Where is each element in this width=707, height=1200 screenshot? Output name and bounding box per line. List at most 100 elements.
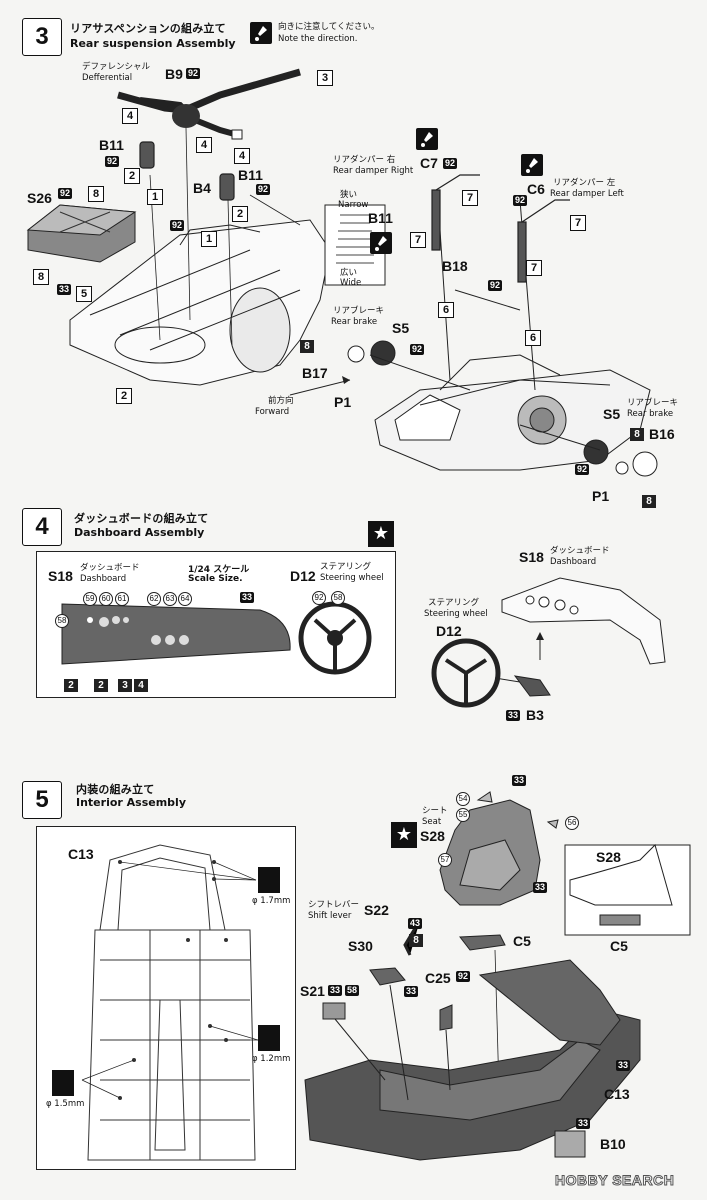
seat-jp: シート <box>422 806 448 816</box>
part-b16: B16 <box>649 426 675 442</box>
decal-63: 63 <box>163 592 177 606</box>
caution-icon <box>250 22 272 44</box>
wheel2-jp: ステアリング <box>428 598 480 608</box>
part-b18: B18 <box>442 258 468 274</box>
step-ref-box: 8 <box>409 934 423 947</box>
part-c13-b: C13 <box>604 1086 630 1102</box>
damper-right-en: Rear damper Right <box>333 166 414 176</box>
part-number-92: 92 <box>105 156 120 167</box>
part-s28: S28 <box>420 828 445 844</box>
part-number-33: 33 <box>404 986 419 997</box>
part-number-92: 92 <box>488 280 503 291</box>
step4-title-en: Dashboard Assembly <box>74 526 205 539</box>
wheel-en: Steering wheel <box>320 573 384 583</box>
drill-bit-icon <box>52 1070 74 1096</box>
star-icon: ★ <box>391 822 417 848</box>
step-ref-box: 7 <box>570 215 586 231</box>
part-b11: B11 <box>99 137 124 153</box>
part-number-92: 92 <box>186 68 201 79</box>
brake2-en: Rear brake <box>627 409 674 419</box>
part-c25: C25 <box>425 970 451 986</box>
part-d12-b: D12 <box>436 623 462 639</box>
brake-en: Rear brake <box>331 317 378 327</box>
part-s26: S26 <box>27 190 52 206</box>
step-ref-box: 8 <box>642 495 656 508</box>
dashboard2-jp: ダッシュボード <box>550 546 610 556</box>
direction-note-en: Note the direction. <box>278 34 358 44</box>
part-number-92: 92 <box>410 344 425 355</box>
drill-size-1-2: φ 1.2mm <box>252 1054 291 1064</box>
part-c5: C5 <box>513 933 531 949</box>
damper-left-en: Rear damper Left <box>550 189 624 199</box>
dashboard-jp: ダッシュボード <box>80 563 140 573</box>
part-s22: S22 <box>364 902 389 918</box>
part-number-92: 92 <box>256 184 271 195</box>
step-ref-box: 3 <box>317 70 333 86</box>
part-c6: C6 <box>527 181 545 197</box>
part-c13: C13 <box>68 846 94 862</box>
forward-en: Forward <box>255 407 290 417</box>
part-number-33: 33 <box>512 775 527 786</box>
drill-size-1-7: φ 1.7mm <box>252 896 291 906</box>
decal-57: 57 <box>438 853 452 867</box>
part-number-33: 33 <box>506 710 521 721</box>
step-ref-box: 8 <box>88 186 104 202</box>
part-number-33: 33 <box>328 985 343 996</box>
step-ref-box: 4 <box>196 137 212 153</box>
decal-54: 54 <box>456 792 470 806</box>
part-b10: B10 <box>600 1136 626 1152</box>
step-ref-box: 8 <box>630 428 644 441</box>
part-number-92: 92 <box>170 220 185 231</box>
dashboard-en: Dashboard <box>80 574 127 584</box>
part-number-33: 33 <box>57 284 72 295</box>
decal-64: 64 <box>178 592 192 606</box>
hobby-search-watermark: HOBBY SEARCH <box>554 1172 674 1189</box>
step-ref-box: 3 <box>118 679 132 692</box>
wheel2-en: Steering wheel <box>424 609 488 619</box>
step-number-5: 5 <box>22 781 62 819</box>
step5-title-jp: 内装の組み立て <box>76 783 155 796</box>
part-s21: S21 <box>300 983 325 999</box>
part-number-92: 92 <box>58 188 73 199</box>
step-ref-box: 2 <box>124 168 140 184</box>
differential-label-jp: デファレンシャル <box>82 62 151 72</box>
brake2-jp: リアブレーキ <box>627 398 679 408</box>
step-ref-box: 2 <box>64 679 78 692</box>
differential-axle-drawing <box>26 68 658 477</box>
step4-title-jp: ダッシュボードの組み立て <box>74 512 209 525</box>
part-number-58: 58 <box>345 985 360 996</box>
part-b11-c: B11 <box>368 210 393 226</box>
part-p1-b: P1 <box>592 488 610 504</box>
narrow-en: Narrow <box>338 200 369 210</box>
part-d12: D12 <box>290 568 316 584</box>
step-ref-box: 4 <box>134 679 148 692</box>
part-number-92: 92 <box>443 158 458 169</box>
part-b4: B4 <box>193 180 211 196</box>
decal-60: 60 <box>99 592 113 606</box>
part-number-33: 33 <box>533 882 548 893</box>
decal-56: 56 <box>565 816 579 830</box>
step-ref-box: 5 <box>76 286 92 302</box>
part-s5: S5 <box>392 320 410 336</box>
step-ref-box: 1 <box>201 231 217 247</box>
part-number-33: 33 <box>576 1118 591 1129</box>
step-ref-box: 7 <box>526 260 542 276</box>
drill-bit-icon <box>258 1025 280 1051</box>
step-ref-box: 1 <box>147 189 163 205</box>
step-ref-box: 4 <box>122 108 138 124</box>
part-s5-b: S5 <box>603 406 621 422</box>
decal-58-b: 58 <box>331 591 345 605</box>
step3-title-en: Rear suspension Assembly <box>70 37 236 50</box>
brake-jp: リアブレーキ <box>333 306 385 316</box>
part-b9: B9 <box>165 66 183 82</box>
step-ref-box: 8 <box>300 340 314 353</box>
forward-jp: 前方向 <box>268 396 294 406</box>
wide-jp: 広い <box>340 268 358 278</box>
part-b17: B17 <box>302 365 328 381</box>
wide-en: Wide <box>340 278 362 288</box>
step5-title-en: Interior Assembly <box>76 796 186 809</box>
